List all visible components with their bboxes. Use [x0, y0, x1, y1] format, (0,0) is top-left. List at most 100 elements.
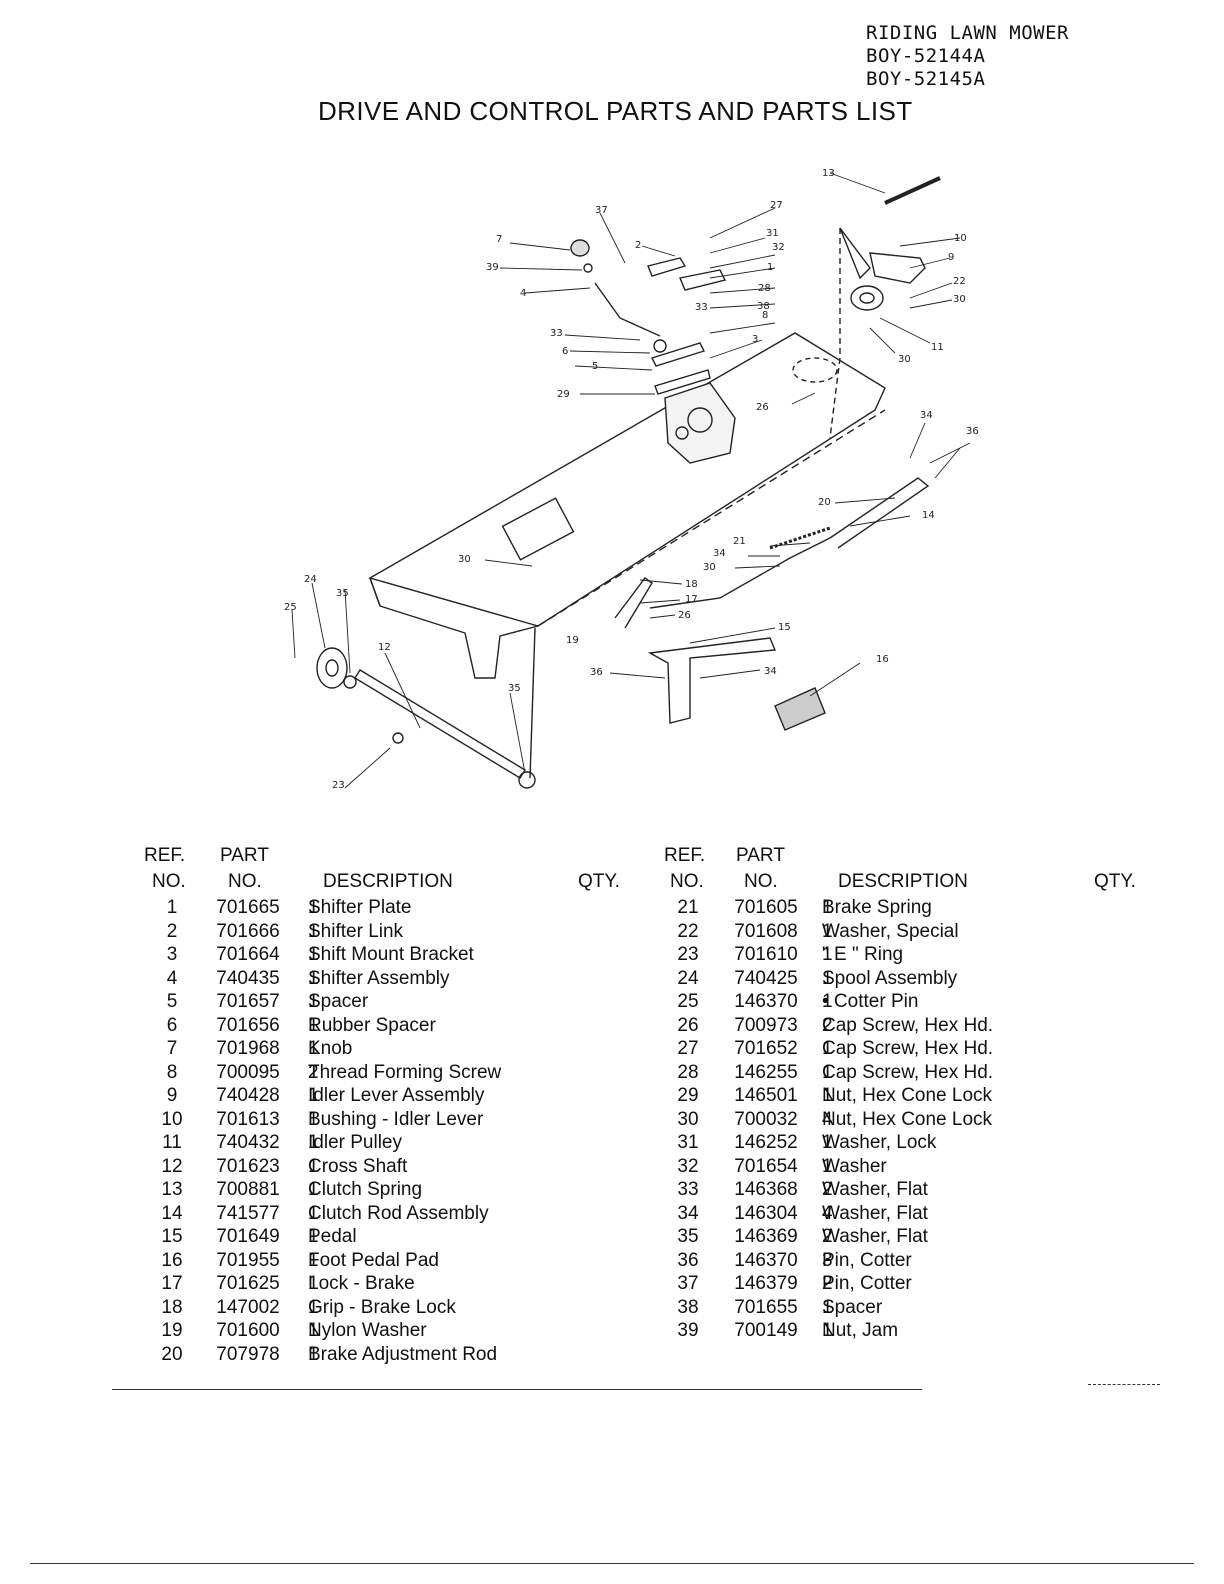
part-number: 146252: [734, 1132, 798, 1153]
qty-header: QTY.: [578, 871, 620, 892]
diagram-callout: 26: [756, 402, 769, 413]
part-number: 701955: [216, 1249, 280, 1271]
diagram-callout: 12: [378, 642, 391, 653]
part-quantity: 1: [308, 1038, 319, 1059]
part-number: 701600: [216, 1320, 280, 1341]
clutch-rod: [829, 477, 930, 549]
diagram-callout: 6: [562, 346, 568, 357]
ref-number: 12: [161, 1155, 183, 1177]
diagram-callout: 18: [685, 579, 698, 590]
part-description: Knob: [308, 1038, 353, 1059]
ref-number: 4: [166, 967, 178, 989]
model-line: BOY-52144A: [866, 45, 986, 67]
ref-number: 10: [161, 1108, 183, 1130]
part-quantity: 1: [822, 1061, 833, 1083]
diagram-callout: 36: [590, 667, 603, 678]
exploded-parts-diagram: 13 37 27 31 32 7 2 39 1 4 28 33 38 8 10 …: [284, 168, 979, 791]
ref-number: 27: [677, 1038, 699, 1059]
diagram-callout: 20: [818, 497, 831, 508]
diagram-callout: 33: [550, 328, 563, 339]
diagram-callout: 30: [703, 562, 716, 573]
page-title: DRIVE AND CONTROL PARTS AND PARTS LIST: [318, 96, 913, 126]
part-number: 700095: [216, 1061, 280, 1083]
part-number: 701610: [734, 944, 798, 965]
part-description: Thread Forming Screw: [308, 1061, 502, 1083]
diagram-callout: 25: [284, 602, 297, 613]
diagram-callout: 32: [772, 242, 785, 253]
part-description: Pin, Cotter: [822, 1273, 912, 1294]
part-quantity: 1: [308, 1085, 319, 1106]
part-description: Spacer: [822, 1296, 883, 1318]
part-quantity: 1: [822, 1038, 833, 1059]
ref-header: REF.: [144, 845, 186, 866]
part-number: 147002: [216, 1296, 280, 1318]
diagram-callout: 4: [520, 288, 526, 299]
diagram-callout: 11: [931, 342, 944, 353]
part-description: Shifter Assembly: [308, 967, 450, 989]
part-quantity: 1: [308, 944, 319, 965]
part-quantity: 1: [308, 1273, 319, 1294]
ref-number: 35: [677, 1226, 699, 1247]
part-quantity: 1: [822, 1085, 833, 1106]
diagram-callout: 16: [876, 654, 889, 665]
part-number: 146501: [734, 1085, 798, 1106]
bottom-rule: [30, 1563, 1194, 1564]
diagram-callout: 35: [508, 683, 521, 694]
ref-number: 30: [677, 1108, 699, 1130]
part-description: Pin, Cotter: [822, 1249, 912, 1271]
diagram-callout: 34: [764, 666, 777, 677]
part-number: 740428: [216, 1085, 280, 1106]
part-description: Clutch Rod Assembly: [308, 1202, 489, 1224]
part-number: 707978: [216, 1343, 280, 1365]
part-quantity: 1: [308, 1155, 319, 1177]
part-header: PART: [220, 845, 269, 866]
model-block: RIDING LAWN MOWER BOY-52144A BOY-52145A: [866, 22, 1069, 91]
diagram-callout: 9: [948, 252, 954, 263]
part-description: Cap Screw, Hex Hd.: [822, 1038, 994, 1059]
brake-rod: [649, 537, 831, 609]
part-description: Idler Pulley: [308, 1132, 402, 1153]
ref-number: 37: [677, 1273, 699, 1294]
diagram-callout: 34: [920, 410, 933, 421]
divider-rule: [1088, 1384, 1160, 1385]
diagram-callout: 24: [304, 574, 317, 585]
diagram-callout: 30: [953, 294, 966, 305]
part-number: 146304: [734, 1202, 798, 1224]
part-description: Shifter Plate: [308, 897, 412, 918]
part-number: 701605: [734, 897, 798, 918]
cross-shaft: [354, 669, 526, 779]
ref-number: 18: [161, 1296, 183, 1318]
transmission: [664, 382, 736, 464]
divider-rule: [112, 1389, 922, 1390]
part-description: Nut, Hex Cone Lock: [822, 1108, 993, 1130]
frame-front-panel: [369, 577, 539, 679]
diagram-callout: 8: [762, 310, 768, 321]
part-description: Spacer: [308, 991, 369, 1012]
part-number: 701623: [216, 1155, 280, 1177]
part-number: 740435: [216, 967, 280, 989]
diagram-callout: 21: [733, 536, 746, 547]
ref-number: 36: [677, 1249, 699, 1271]
ref-number: 24: [677, 967, 699, 989]
diagram-callout: 5: [592, 361, 598, 372]
diagram-callout: 28: [758, 283, 771, 294]
part-number: 701625: [216, 1273, 280, 1294]
part-description: Washer, Lock: [822, 1132, 937, 1153]
part-quantity: 1: [308, 1343, 319, 1365]
diagram-callout: 34: [713, 548, 726, 559]
